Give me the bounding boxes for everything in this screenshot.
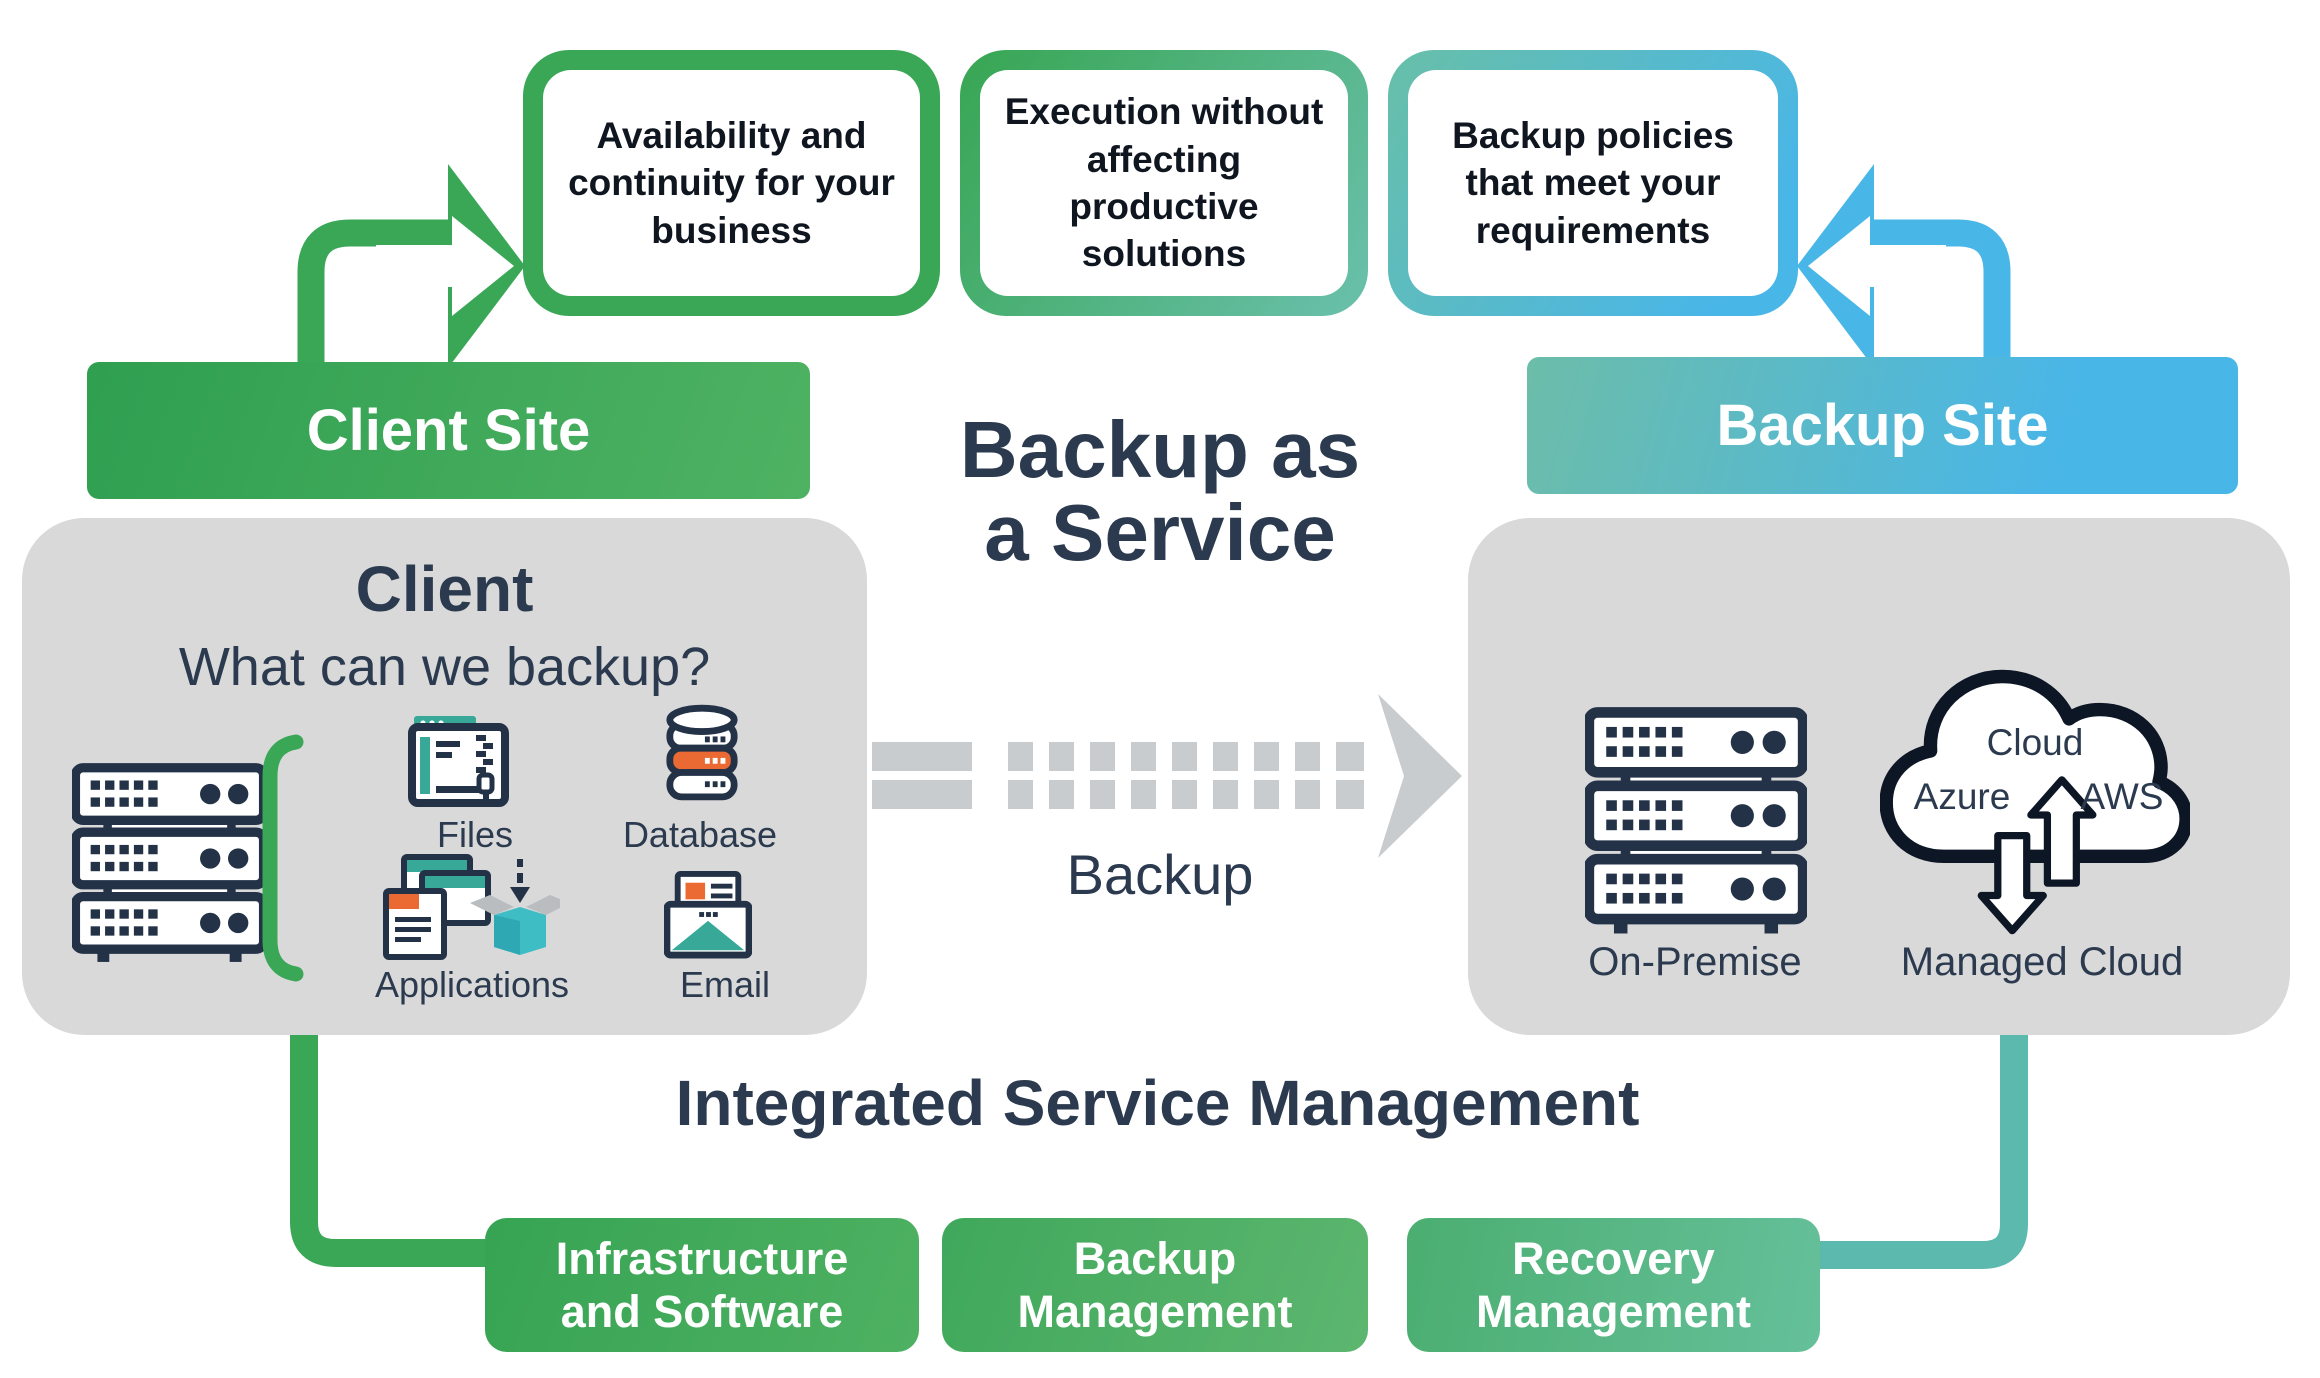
- email-label: Email: [679, 964, 771, 1005]
- backup-panel: On-Premise Cloud Azure AWS Managed Cloud: [1468, 518, 2290, 1035]
- svc-banner-label: Infrastructure and Software: [555, 1232, 849, 1337]
- blue-up-arrow: [1797, 164, 2011, 375]
- green-down-connector: [290, 1028, 492, 1267]
- database-icon: [666, 704, 738, 801]
- svc-banner-label: Backup Management: [1017, 1232, 1293, 1337]
- managed-cloud-label: Managed Cloud: [1900, 940, 2184, 984]
- recovery-management-banner: Recovery Management: [1407, 1218, 1820, 1352]
- diagram-title: Backup as a Service: [959, 405, 1361, 578]
- database-label: Database: [622, 814, 778, 855]
- client-panel-subtitle: What can we backup?: [178, 637, 711, 697]
- integrated-service-management-heading: Integrated Service Management: [675, 1067, 1640, 1139]
- server-rack-icon: [72, 763, 267, 962]
- benefit-box-policies: Backup policies that meet your requireme…: [1388, 50, 1798, 316]
- server-rack-icon: [1585, 707, 1807, 934]
- benefit-box-availability: Availability and continuity for your bus…: [523, 50, 940, 316]
- client-site-banner: Client Site: [87, 362, 810, 499]
- upload-arrow-icon: [2027, 776, 2097, 887]
- client-panel: Client What can we backup?: [22, 518, 867, 1035]
- download-arrow-icon: [1977, 832, 2047, 935]
- aws-label: AWS: [2080, 776, 2164, 817]
- green-up-arrow: [297, 164, 525, 375]
- backup-management-banner: Backup Management: [942, 1218, 1368, 1352]
- bracket-icon: [262, 734, 304, 982]
- infrastructure-software-banner: Infrastructure and Software: [485, 1218, 919, 1352]
- backup-flow-label: Backup: [1066, 843, 1254, 906]
- applications-label: Applications: [374, 964, 570, 1005]
- backup-flow-arrow: [872, 694, 1462, 858]
- managed-cloud-icon: Cloud Azure AWS: [1879, 664, 2193, 938]
- email-icon: [664, 871, 752, 959]
- benefit-box-label: Execution without affecting productive s…: [980, 70, 1348, 296]
- client-panel-title: Client: [355, 553, 534, 625]
- files-icon: [408, 716, 509, 807]
- applications-icon: [383, 854, 560, 960]
- svc-banner-label: Recovery Management: [1475, 1232, 1752, 1337]
- on-premise-label: On-Premise: [1588, 940, 1802, 984]
- cloud-label: Cloud: [1986, 722, 2084, 763]
- cloud-icon: [1879, 669, 2193, 935]
- benefit-box-execution: Execution without affecting productive s…: [960, 50, 1368, 316]
- files-label: Files: [436, 814, 513, 855]
- benefit-box-label: Availability and continuity for your bus…: [543, 70, 920, 296]
- benefit-box-label: Backup policies that meet your requireme…: [1408, 70, 1778, 296]
- teal-down-connector: [1815, 1026, 2028, 1269]
- backup-site-banner: Backup Site: [1527, 357, 2238, 494]
- azure-label: Azure: [1913, 776, 2011, 817]
